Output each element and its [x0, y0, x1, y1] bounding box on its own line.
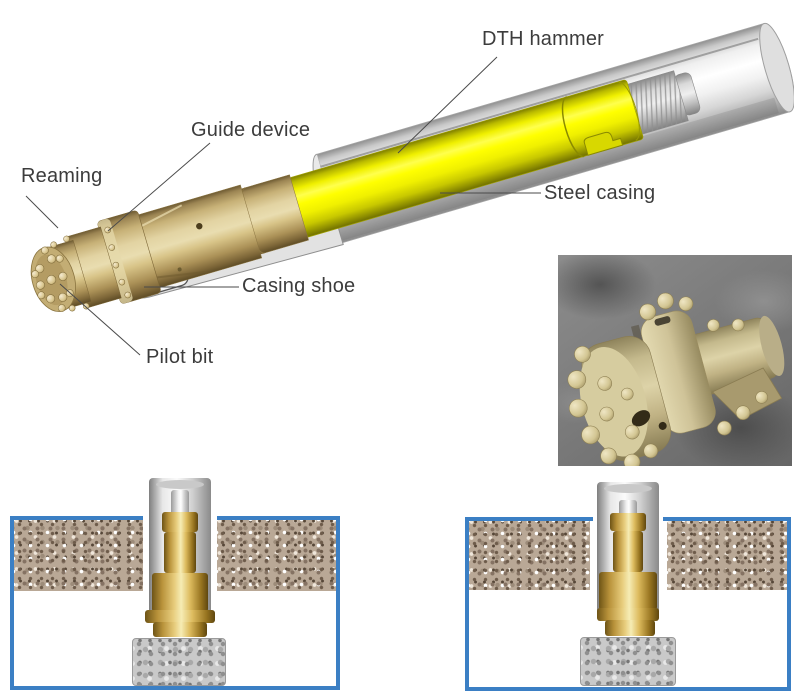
leader-lines [25, 56, 541, 356]
hammer-flange-2 [597, 608, 659, 621]
leader-line-reaming [25, 195, 59, 229]
hammer-flange-1 [145, 610, 215, 623]
label-casing-shoe: Casing shoe [242, 275, 356, 297]
hammer-bit-1 [153, 622, 207, 637]
label-pilot-bit: Pilot bit [146, 346, 214, 368]
hammer-bit-2 [605, 620, 655, 636]
hammer-backhead-2 [610, 513, 646, 531]
leader-line-guide-device [107, 142, 211, 232]
hammer-stem-1 [171, 490, 189, 516]
drilling-step-1-diagram [10, 478, 343, 692]
casing-bore-1 [156, 480, 204, 489]
pilot-bit-graphic [30, 226, 122, 312]
ground-box-2 [465, 517, 791, 691]
overburden-layer-right-1 [217, 520, 336, 591]
hammer-cylinder-1 [164, 532, 196, 573]
casing-bore-2 [604, 484, 652, 493]
drill-bit-photo-graphic [567, 292, 785, 466]
hammer-backhead-1 [162, 512, 198, 532]
thread-graphic [625, 70, 701, 136]
cuttings-pile-2 [580, 637, 676, 686]
hammer-chuck-1 [152, 573, 208, 612]
hammer-cylinder-2 [613, 531, 643, 572]
overburden-layer-left-2 [469, 521, 590, 590]
overburden-layer-right-2 [667, 521, 787, 590]
label-steel-casing: Steel casing [544, 182, 656, 204]
drill-assembly-illustration [25, 22, 794, 356]
leader-line-pilot-bit [59, 283, 141, 356]
leader-line-dth-hammer [397, 56, 498, 154]
label-guide-device: Guide device [191, 119, 311, 141]
guide-device-graphic [136, 184, 263, 289]
label-reaming: Reaming [21, 165, 103, 187]
label-dth-hammer: DTH hammer [482, 28, 605, 50]
drill-bit-photo [558, 255, 792, 466]
hammer-chuck-2 [599, 572, 657, 610]
drilling-step-2-diagram [465, 482, 794, 694]
dth-hammer-graphic [288, 79, 644, 238]
overburden-layer-left-1 [14, 520, 143, 591]
cuttings-pile-1 [132, 638, 226, 686]
